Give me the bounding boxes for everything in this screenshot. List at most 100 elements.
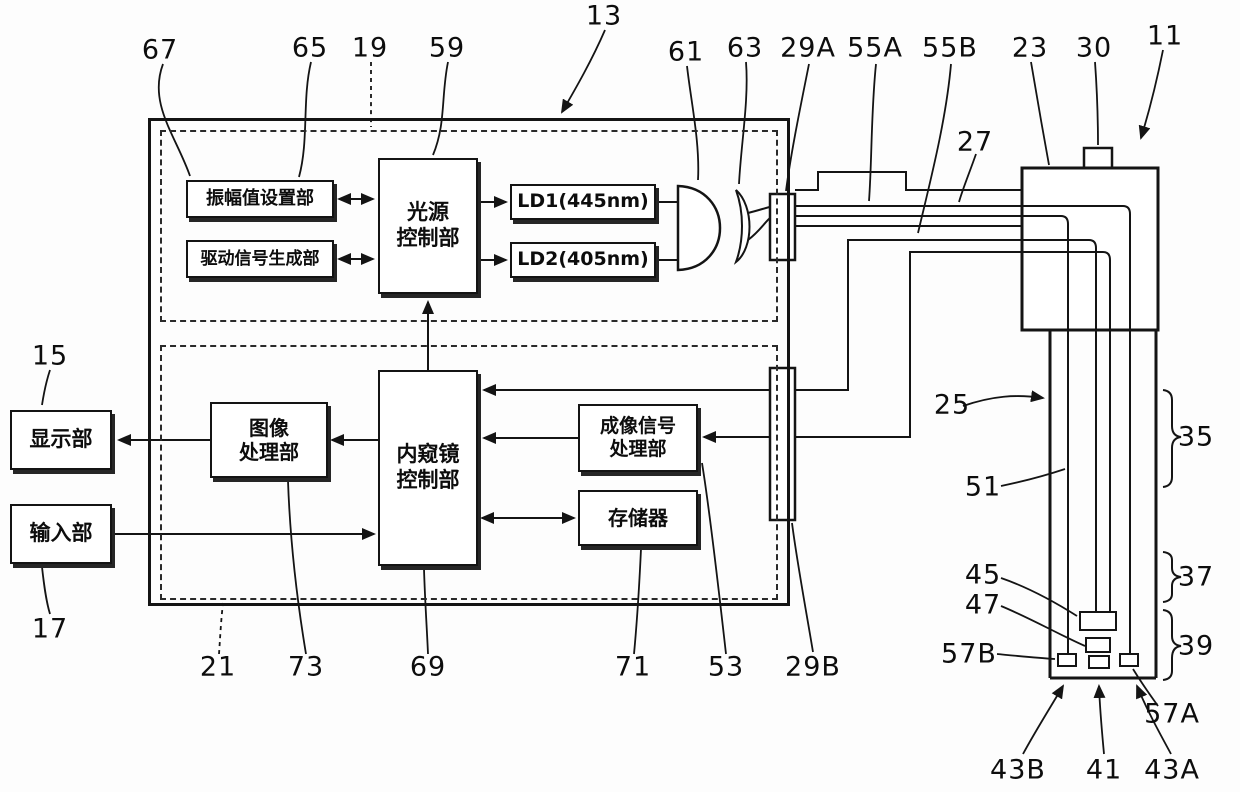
ld2-block: LD2(405nm) (510, 242, 656, 278)
drive-signal-block: 驱动信号生成部 (186, 240, 334, 278)
ref-63: 63 (726, 32, 764, 64)
leader-43A (1136, 684, 1172, 755)
imaging-signal-block: 成像信号 处理部 (578, 404, 698, 472)
leader-53 (701, 462, 727, 655)
ref-21: 21 (199, 651, 237, 683)
connector-29B (768, 366, 797, 522)
endoscope-connector-group (1020, 146, 1160, 332)
leader-15 (41, 369, 51, 406)
imaging-signal-line2: 处理部 (609, 438, 667, 460)
image-processing-line1: 图像 (249, 415, 289, 440)
endoscope-ctrl-line2: 控制部 (396, 468, 460, 492)
vent-box-30 (1082, 146, 1114, 170)
in-scope-wires (1021, 205, 1131, 654)
amplitude-setting-label: 振幅值设置部 (206, 188, 314, 210)
ref-43B: 43B (990, 754, 1046, 786)
endoscope-ctrl-line1: 内窥镜 (396, 442, 460, 467)
display-unit-block: 显示部 (10, 410, 112, 470)
leader-11 (1138, 49, 1164, 140)
ref-61: 61 (667, 36, 705, 68)
leader-63 (738, 61, 748, 185)
ref-59: 59 (428, 32, 466, 64)
signal-cable-to-endoscope-ctrl (482, 239, 1021, 396)
ref-29B: 29B (785, 651, 841, 683)
processor-arrows (112, 193, 678, 540)
phosphor-57A (1119, 653, 1139, 667)
light-source-ctrl-block: 光源 控制部 (378, 158, 478, 294)
image-signal-line-a (1021, 239, 1097, 612)
leader-51 (1000, 468, 1066, 487)
distal-tip-parts (1057, 611, 1139, 669)
processor-outer-box-13 (148, 118, 790, 606)
leader-61 (686, 65, 700, 181)
leader-43B (1022, 684, 1065, 755)
signal-cable-to-imaging-signal (702, 251, 1021, 443)
ref-29A: 29A (780, 32, 836, 64)
leader-23 (1030, 61, 1050, 166)
ref-73: 73 (287, 651, 325, 683)
ref-53: 53 (707, 651, 745, 683)
ref-17: 17 (31, 613, 69, 645)
ref-43A: 43A (1144, 754, 1200, 786)
ref-45: 45 (964, 559, 1002, 591)
ref-25: 25 (933, 389, 971, 421)
ref-35: 35 (1177, 421, 1215, 453)
ref-65: 65 (291, 32, 329, 64)
memory-block: 存储器 (578, 490, 698, 546)
amplitude-setting-block: 振幅值设置部 (186, 180, 334, 218)
tip-window-41 (1088, 655, 1110, 669)
beam-combiner-61 (676, 184, 722, 272)
ref-13: 13 (585, 0, 623, 32)
image-processing-block: 图像 处理部 (210, 402, 328, 478)
leader-69 (423, 568, 429, 655)
beam-line-b (747, 217, 771, 241)
phosphor-57B (1057, 653, 1077, 667)
leader-21 (218, 602, 224, 655)
ref-27: 27 (956, 126, 994, 158)
ref-39: 39 (1177, 630, 1215, 662)
leader-29B (791, 522, 814, 653)
ref-41: 41 (1085, 754, 1123, 786)
leader-25 (962, 390, 1045, 407)
light-guide-left (1021, 215, 1069, 654)
ref-47: 47 (964, 589, 1002, 621)
leader-73 (287, 480, 307, 655)
ref-37: 37 (1177, 561, 1215, 593)
condenser-lens-63 (733, 189, 751, 265)
leader-45 (1000, 577, 1078, 617)
ref-57B: 57B (941, 638, 997, 670)
light-source-ctrl-line2: 控制部 (396, 226, 460, 250)
ref-55B: 55B (922, 32, 978, 64)
leader-59 (432, 61, 449, 156)
processor-unit-box-21 (160, 345, 778, 600)
memory-label: 存储器 (608, 505, 668, 530)
input-unit-label: 输入部 (29, 521, 93, 546)
leader-27 (958, 153, 977, 203)
leader-30 (1094, 61, 1099, 146)
ref-11: 11 (1146, 20, 1184, 52)
light-source-ctrl-line1: 光源 (407, 200, 449, 225)
brace-35 (1162, 389, 1182, 488)
ref-57A: 57A (1144, 698, 1200, 730)
leader-57B (996, 653, 1056, 660)
optical-coupling (676, 184, 1021, 522)
ref-51: 51 (964, 471, 1002, 503)
ref-15: 15 (31, 340, 69, 372)
ref-55A: 55A (847, 32, 903, 64)
ref-69: 69 (409, 651, 447, 683)
image-signal-line-b (1021, 251, 1111, 612)
leader-55B (917, 63, 952, 234)
image-processing-line2: 处理部 (239, 440, 299, 464)
endoscope-ctrl-block: 内窥镜 控制部 (378, 370, 478, 566)
input-unit-block: 输入部 (10, 504, 112, 564)
light-guide-right (1021, 205, 1131, 654)
imaging-signal-line1: 成像信号 (599, 414, 676, 437)
ld1-label: LD1(445nm) (517, 190, 649, 213)
ld2-label: LD2(405nm) (517, 248, 649, 271)
connector-box-23 (1020, 166, 1160, 332)
leader-41 (1093, 684, 1106, 755)
beam-line-a (747, 206, 771, 214)
ref-30: 30 (1075, 32, 1113, 64)
